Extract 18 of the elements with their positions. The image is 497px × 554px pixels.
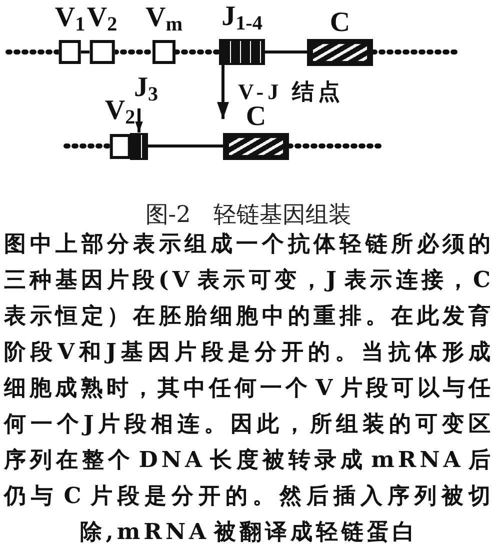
segment-label: V$_{m}$ <box>145 4 183 37</box>
segment-label: V$_{2}$ <box>86 4 118 37</box>
dna-line <box>265 50 307 54</box>
leader-arrow <box>135 108 143 132</box>
caption-paragraph: 图中上部分表示组成一个抗体轻链所必须的三种基因片段(V 表示可变，J 表示连接，C 表示恒定）在胚胎细胞中的重排。在此发育阶段V和J基因片段是分开的。当抗体形成细胞成熟时，其中任何一个 V 片段可以与任何一个J片段相连。因此，所组装的可变区序列在整个 DNA 长度被转录成 mRNA 后仍与 C 片段是分开的。然后插入序列被切除,mRNA 被翻译成轻链蛋白 <box>4 230 494 547</box>
dna-line <box>81 50 90 54</box>
segment-label: V$_{2}$ <box>104 97 136 130</box>
dna-line <box>6 50 62 54</box>
segment-label: J$_{3}$ <box>134 74 158 108</box>
dna-line <box>64 144 112 148</box>
segment-label: C <box>330 8 350 36</box>
segment-label: V$_{1}$ <box>54 4 86 37</box>
segment-label: J$_{1-4}$ <box>222 2 262 36</box>
figure-caption: 图-2 轻链基因组装 <box>144 201 353 229</box>
segment-label: C <box>246 102 266 130</box>
j-segment-block <box>130 132 148 160</box>
arrow <box>217 65 229 119</box>
dna-line <box>148 144 223 148</box>
